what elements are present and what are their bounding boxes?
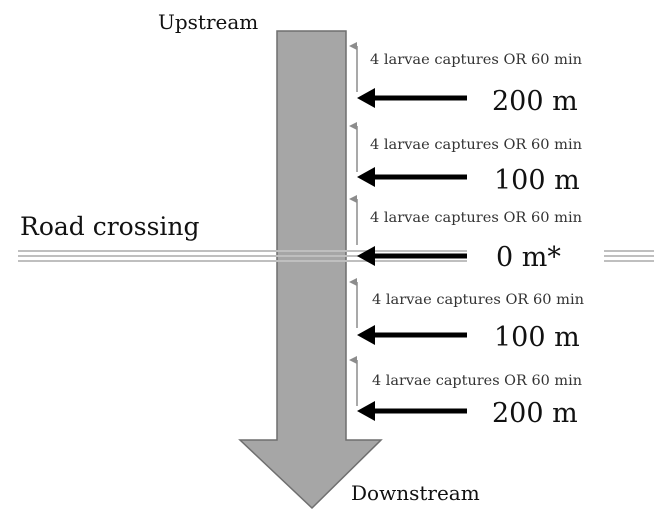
station-arrow-head (357, 246, 375, 266)
station-distance: 0 m* (496, 242, 561, 273)
station-distance: 100 m (494, 322, 580, 353)
station-distance: 200 m (492, 398, 578, 429)
station-note: 4 larvae captures OR 60 min (372, 292, 584, 308)
road-crossing-label: Road crossing (20, 212, 200, 241)
station-200m-downstream: 4 larvae captures OR 60 min 200 m (349, 356, 582, 429)
upstream-label: Upstream (158, 10, 258, 34)
station-note: 4 larvae captures OR 60 min (370, 137, 582, 153)
station-0m-road: 4 larvae captures OR 60 min 0 m* (349, 195, 582, 273)
station-note: 4 larvae captures OR 60 min (372, 373, 582, 389)
station-100m-upstream: 4 larvae captures OR 60 min 100 m (349, 122, 582, 196)
station-100m-downstream: 4 larvae captures OR 60 min 100 m (349, 278, 584, 353)
station-arrow-head (357, 167, 375, 187)
station-distance: 100 m (494, 165, 580, 196)
station-arrow-head (357, 325, 375, 345)
stream-flow-arrow (238, 30, 383, 510)
downstream-label: Downstream (351, 481, 480, 505)
station-note: 4 larvae captures OR 60 min (370, 52, 582, 68)
station-note: 4 larvae captures OR 60 min (370, 210, 582, 226)
station-200m-upstream: 4 larvae captures OR 60 min 200 m (349, 42, 582, 117)
station-distance: 200 m (492, 86, 578, 117)
station-arrow-head (357, 88, 375, 108)
station-arrow-head (357, 401, 375, 421)
